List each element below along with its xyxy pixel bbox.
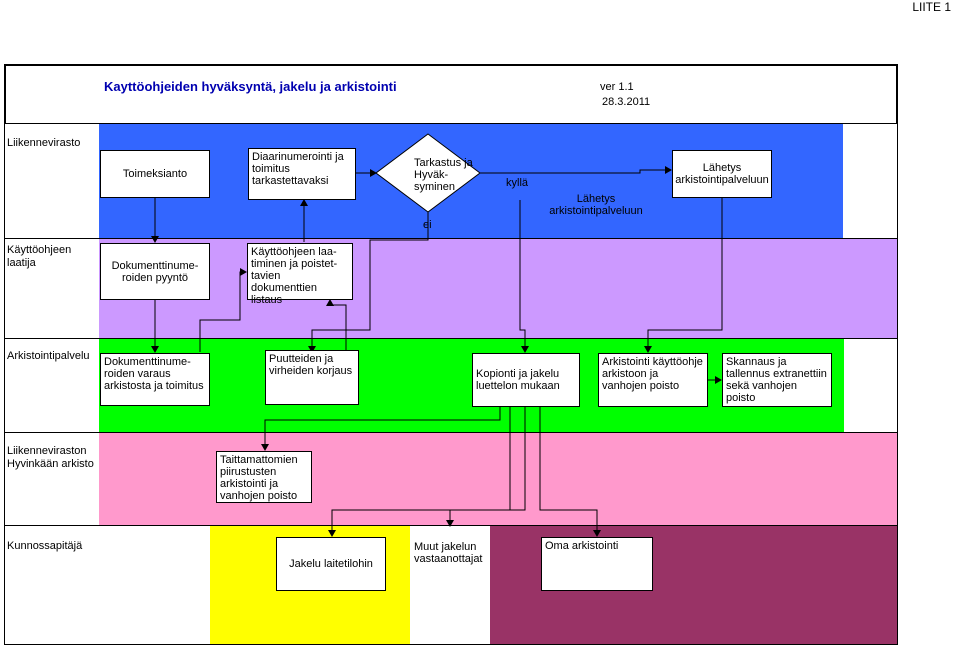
box-dokumenttinumeroiden-varaus: Dokumenttinume-roiden varaus arkistosta … <box>100 353 210 406</box>
label-kylla: kyllä <box>506 177 529 189</box>
box-taittamattomien: Taittamattomien piirustusten arkistointi… <box>216 451 312 503</box>
version-label: ver 1.1 <box>600 81 634 93</box>
box-jakelu-laitetilohin: Jakelu laitetilohin <box>276 537 386 591</box>
box-skannaus: Skannaus ja tallennus extranettiin sekä … <box>722 353 832 407</box>
lane-laatija-fill <box>99 239 897 338</box>
lane-label-arkistointipalvelu: Arkistointipalvelu <box>7 350 90 362</box>
box-oma-arkistointi: Oma arkistointi <box>541 537 653 591</box>
box-diaarinumerointi: Diaarinumerointi ja toimitus tarkastetta… <box>248 148 356 200</box>
label-lahetys-mid: Lähetys arkistointipalveluun <box>549 193 643 217</box>
lane-label-kunnossapitaja: Kunnossapitäjä <box>7 540 83 552</box>
attachment-label: LIITE 1 <box>912 0 951 14</box>
box-puutteiden-korjaus: Puutteiden ja virheiden korjaus <box>265 350 359 405</box>
box-toimeksianto: Toimeksianto <box>100 150 210 198</box>
decision-tarkastus-label: Tarkastus ja Hyväk-syminen <box>414 157 473 193</box>
box-dokumenttinumeroiden-pyynto: Dokumenttinume-roiden pyyntö <box>100 243 210 300</box>
lane-label-laatija: Käyttöohjeen laatija <box>7 244 72 269</box>
box-kayttoohjeen-laatiminen: Käyttöohjeen laa-timinen ja poistet-tavi… <box>247 243 353 306</box>
diagram-title: Kayttöohjeiden hyväksyntä, jakelu ja ark… <box>104 79 397 94</box>
date-label: 28.3.2011 <box>602 96 651 108</box>
box-muut-jakelun: Muut jakelun vastaanottajat <box>414 541 483 565</box>
box-kopionti: Kopionti ja jakelu luettelon mukaan <box>472 353 580 407</box>
lane-label-hyvinkaa: Liikenneviraston Hyvinkään arkisto <box>7 445 94 470</box>
box-lahetys-right: Lähetys arkistointipalveluun <box>672 150 772 198</box>
label-ei: ei <box>423 219 432 231</box>
box-arkistointi: Arkistointi käyttöohje arkistoon ja vanh… <box>598 353 708 407</box>
lane-label-liikennevirasto: Liikennevirasto <box>7 137 81 149</box>
